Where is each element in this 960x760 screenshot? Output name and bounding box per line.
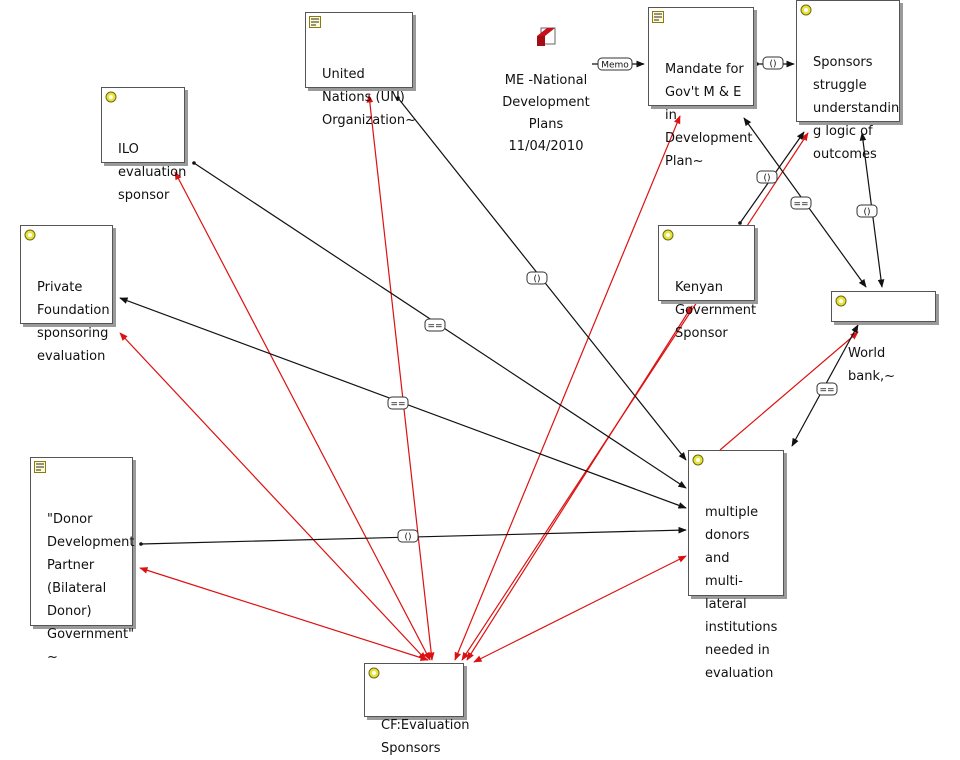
node-donor-development-partner[interactable]: "Donor Development Partner (Bilateral Do… <box>30 457 135 665</box>
node-label: multiple donors and multi-lateral instit… <box>705 505 778 681</box>
node-label: Kenyan Government Sponsor <box>675 280 757 341</box>
edge-layer: Memo () == == () () () == () == <box>119 56 885 663</box>
edge-donor-cf[interactable] <box>139 567 429 661</box>
node-label: "Donor Development Partner (Bilateral Do… <box>47 512 135 665</box>
node-ilo-sponsor[interactable]: ILO evaluation sponsor <box>101 87 186 203</box>
node-label: World bank,~ <box>848 346 896 384</box>
code-node-icon <box>662 229 674 241</box>
code-node-icon <box>105 91 117 103</box>
link-label-un-multiple[interactable]: () <box>533 275 540 285</box>
edge-ilo-cf[interactable] <box>174 171 431 661</box>
memo-text: ME -National Development Plans 11/04/201… <box>502 73 590 154</box>
link-label-worldbank-multiple[interactable]: == <box>819 386 834 396</box>
link-label-donor-multiple[interactable]: () <box>404 533 411 543</box>
node-private-foundation[interactable]: Private Foundation sponsoring evaluation <box>20 225 113 364</box>
link-label-memo[interactable]: Memo <box>601 61 629 71</box>
node-world-bank[interactable]: World bank,~ <box>831 291 936 384</box>
link-label-un-multiple-box <box>526 271 548 285</box>
memo-document-icon <box>537 27 556 46</box>
node-label: Sponsors struggle understandin g logic o… <box>813 55 900 162</box>
node-label: Mandate for Gov't M & E in Development P… <box>665 62 753 169</box>
link-label-kenyan-struggle-box <box>756 170 778 184</box>
node-mandate[interactable]: Mandate for Gov't M & E in Development P… <box>648 7 754 169</box>
link-label-ilo-multiple[interactable]: == <box>427 322 442 332</box>
edge-kenyan-struggle-origin-dot <box>738 221 742 225</box>
link-label-mandate-struggle-box <box>762 56 784 70</box>
edge-donor-multiple-origin-dot <box>139 542 143 546</box>
link-label-worldbank-multiple-box <box>816 382 838 396</box>
link-label-mandate-struggle[interactable]: () <box>769 60 776 70</box>
code-node-icon <box>652 11 664 23</box>
node-sponsors-struggle[interactable]: Sponsors struggle understandin g logic o… <box>796 0 900 162</box>
code-node-icon <box>24 229 36 241</box>
code-node-icon <box>368 667 380 679</box>
node-multiple-donors[interactable]: multiple donors and multi-lateral instit… <box>688 450 784 681</box>
edge-multiple-cf[interactable] <box>473 555 687 663</box>
link-label-mandate-worldbank[interactable]: == <box>793 200 808 210</box>
node-label: Private Foundation sponsoring evaluation <box>37 280 110 364</box>
node-label: ILO evaluation sponsor <box>118 142 187 203</box>
link-label-struggle-worldbank[interactable]: () <box>863 208 870 218</box>
code-node-icon <box>692 454 704 466</box>
edge-mandate-struggle-origin-dot <box>755 62 759 66</box>
node-label: United Nations (UN) Organization~ <box>322 67 417 128</box>
edge-un-multiple-origin-dot <box>396 96 400 100</box>
edge-mandate-cf[interactable] <box>454 115 681 661</box>
node-cf-evaluation-sponsors[interactable]: CF:Evaluation Sponsors <box>364 663 470 756</box>
link-label-donor-multiple-box <box>397 529 419 543</box>
memo-node[interactable]: ME -National Development Plans 11/04/201… <box>500 4 592 158</box>
node-label: CF:Evaluation Sponsors <box>381 718 470 756</box>
edge-un-cf[interactable] <box>366 94 435 661</box>
code-node-icon <box>309 16 321 28</box>
network-canvas: Memo () == == () () () == () == ME -National Deve… <box>20 0 936 756</box>
link-label-kenyan-struggle[interactable]: () <box>763 174 770 184</box>
link-label-struggle-worldbank-box <box>856 204 878 218</box>
node-kenyan-government[interactable]: Kenyan Government Sponsor <box>658 225 756 341</box>
link-label-private-multiple-box <box>387 396 409 410</box>
code-node-icon <box>34 461 46 473</box>
link-label-ilo-multiple-box <box>424 318 446 332</box>
link-label-memo-box <box>597 57 633 71</box>
code-node-icon <box>800 4 812 16</box>
edge-ilo-multiple-origin-dot <box>192 161 196 165</box>
link-label-mandate-worldbank-box <box>790 196 812 210</box>
node-united-nations[interactable]: United Nations (UN) Organization~ <box>305 12 416 128</box>
link-label-private-multiple[interactable]: == <box>390 400 405 410</box>
code-node-icon <box>835 295 847 307</box>
